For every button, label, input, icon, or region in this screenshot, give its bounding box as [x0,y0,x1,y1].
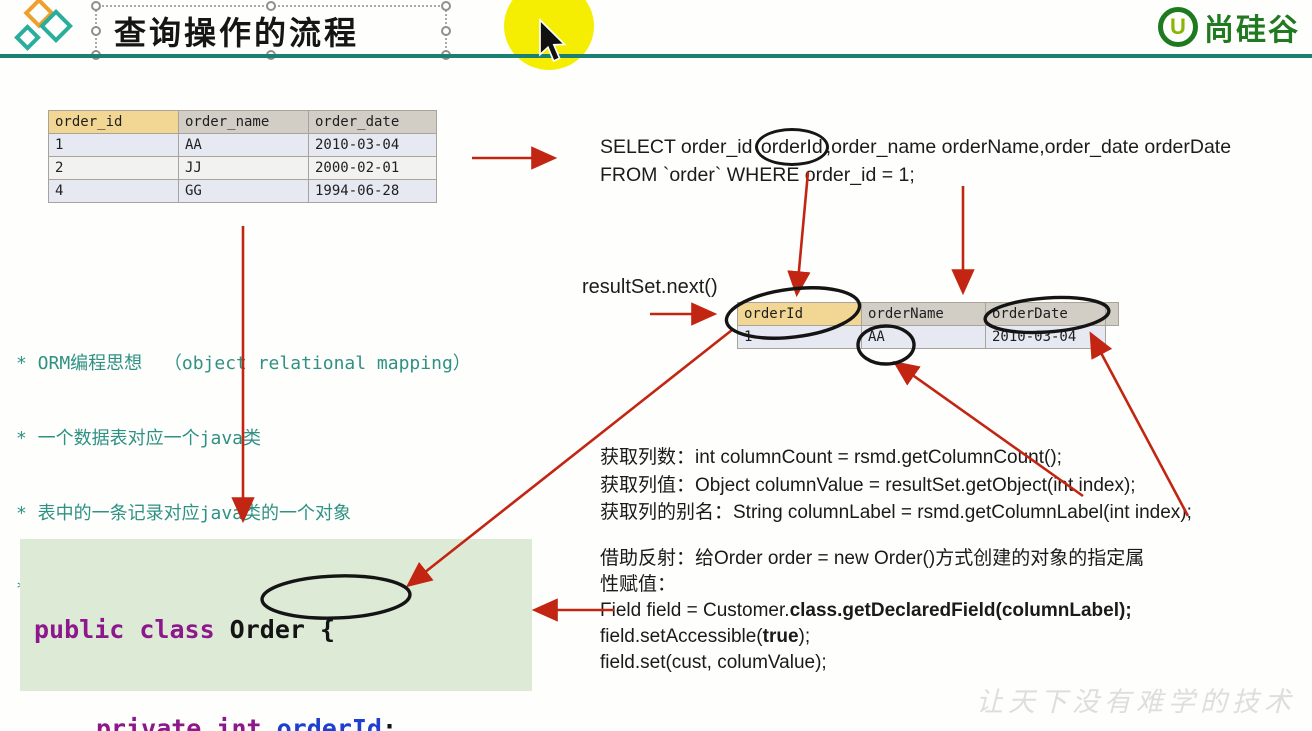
selection-handle[interactable] [441,26,451,36]
reflection-line: Field field = Customer.class.getDeclared… [600,600,1132,621]
table-cell[interactable]: AA [861,325,986,349]
brand-name: 尚硅谷 [1204,14,1300,47]
brand-u-icon: U [1158,7,1198,47]
header-divider [0,54,1312,58]
code-line: public class Order { [34,615,336,644]
table-cell[interactable]: 2000-02-01 [308,156,437,180]
selection-handle[interactable] [266,1,276,11]
table-row: 1 AA 2010-03-04 [48,133,437,157]
code-line: private int orderId; [96,714,398,731]
table-row: 2 JJ 2000-02-01 [48,156,437,180]
reflection-line: field.set(cust, columValue); [600,652,827,673]
brand-logo: U 尚硅谷 [1158,5,1300,49]
table-cell[interactable]: 2010-03-04 [308,133,437,157]
column-header[interactable]: orderName [861,302,986,326]
reflection-notes: 借助反射：给Order order = new Order()方式创建的对象的指… [600,546,1312,676]
resultset-table: orderId orderName orderDate 1 AA 2010-03… [737,302,1119,349]
selection-handle[interactable] [441,1,451,11]
resultset-next-label: resultSet.next() [582,276,718,298]
table-cell[interactable]: 2010-03-04 [985,325,1106,349]
table-cell[interactable]: 4 [48,179,179,203]
slide-logo [6,0,73,56]
reflection-line: 性赋值： [600,574,677,595]
table-cell[interactable]: GG [178,179,309,203]
sql-line-2: FROM `order` WHERE order_id = 1; [600,164,915,186]
selection-handle[interactable] [91,26,101,36]
column-header[interactable]: order_name [178,110,309,134]
table-cell[interactable]: JJ [178,156,309,180]
selection-handle[interactable] [91,1,101,11]
orm-note-line: * 一个数据表对应一个java类 [16,428,262,449]
column-header[interactable]: order_id [48,110,179,134]
table-cell-selected[interactable]: 1 [737,325,862,349]
reflection-line: 借助反射：给Order order = new Order()方式创建的对象的指… [600,548,1145,569]
column-header[interactable]: orderId [737,302,862,326]
source-table: order_id order_name order_date 1 AA 2010… [48,110,437,203]
orm-note-line: * ORM编程思想 （object relational mapping） [16,353,471,374]
table-row: 4 GG 1994-06-28 [48,179,437,203]
table-cell-selected[interactable]: 1 [48,133,179,157]
order-class-code: public class Order { private int orderId… [20,539,532,731]
cursor-highlight [504,0,594,70]
api-line: 获取列值：Object columnValue = resultSet.getO… [600,474,1136,496]
column-header[interactable]: order_date [308,110,437,134]
diamond-icon-teal-small [14,24,41,51]
column-header[interactable]: orderDate [985,302,1106,326]
page-title: 查询操作的流程 [114,15,360,51]
column-api-notes: 获取列数：int columnCount = rsmd.getColumnCou… [600,444,1192,527]
arrow-sql-orderid-to-result [787,171,811,298]
sql-line-1: SELECT order_id orderId,order_name order… [600,128,1231,166]
column-header-filler [1105,302,1119,326]
orm-note-line: * 表中的一条记录对应java类的一个对象 [16,503,352,524]
api-line: 获取列的别名：String columnLabel = rsmd.getColu… [600,502,1192,523]
sql-orderid-circle: orderId [754,128,829,166]
table-cell[interactable]: 1994-06-28 [308,179,437,203]
table-row: 1 AA 2010-03-04 [737,325,1119,349]
api-line: 获取列数：int columnCount = rsmd.getColumnCou… [600,447,1062,468]
table-cell[interactable]: AA [178,133,309,157]
watermark: 让天下没有难学的技术 [976,687,1296,718]
sql-statement: SELECT order_id orderId,order_name order… [600,128,1231,189]
table-cell[interactable]: 2 [48,156,179,180]
reflection-line: field.setAccessible(true); [600,626,811,647]
